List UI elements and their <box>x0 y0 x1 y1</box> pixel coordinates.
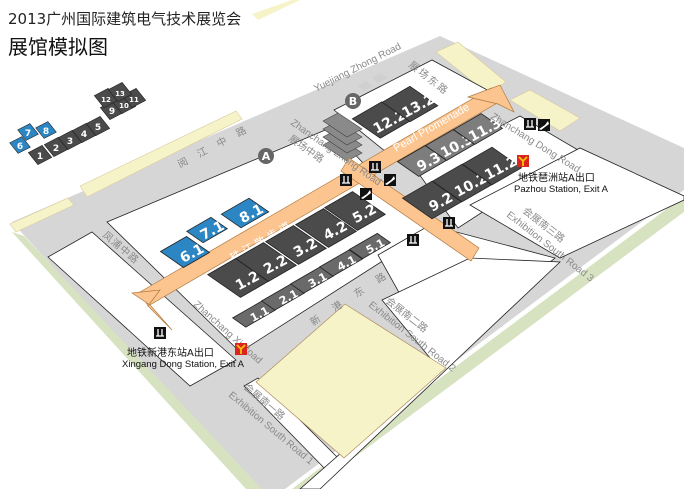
mini-hall-label: 6 <box>17 142 23 152</box>
mini-hall-label: 1 <box>37 152 43 162</box>
mini-hall-label: 9 <box>109 107 115 117</box>
block-pazhou <box>469 147 684 259</box>
green-space <box>79 110 243 198</box>
hall-shape <box>452 113 504 145</box>
pedestrian-bridge-icon <box>443 217 455 229</box>
pedestrian-bridge-icon <box>369 161 381 173</box>
green-space <box>435 41 507 95</box>
hall-shape <box>381 85 439 123</box>
hall-shape <box>323 191 387 231</box>
mini-hall-label: 3 <box>67 137 73 147</box>
pazhou-station-label: 地铁琶洲站A出口 <box>518 171 595 184</box>
escalator-icon <box>538 119 550 131</box>
mini-hall-5: 5 <box>85 116 111 136</box>
hall-shape <box>159 236 211 268</box>
mini-hall-shape <box>35 121 57 139</box>
hall-shape <box>461 146 523 186</box>
escalator-icon <box>384 174 396 186</box>
mini-hall-label: 5 <box>95 123 101 133</box>
mini-hall-shape <box>9 136 31 154</box>
promenade-arrow-right <box>466 84 515 113</box>
hall-shape <box>318 249 364 277</box>
exhibition-yard <box>255 303 447 459</box>
hall-shape <box>264 225 328 265</box>
pedestrian-bridge-icon <box>340 174 352 186</box>
mini-hall-label: 4 <box>81 130 87 140</box>
building <box>322 112 363 138</box>
mini-hall-label: 7 <box>25 129 31 139</box>
mini-hall-6: 6 <box>9 136 31 154</box>
green-belt-left <box>12 232 262 489</box>
mini-hall-shape <box>85 116 111 136</box>
mini-hall-label: 10 <box>119 102 129 110</box>
metro-logo-icon <box>517 155 529 167</box>
mini-hall-1: 1 <box>27 145 53 165</box>
green-space <box>252 0 300 20</box>
mini-hall-shape <box>17 123 39 141</box>
page-title: 2013广州国际建筑电气技术展览会 <box>8 10 242 28</box>
building <box>357 81 373 91</box>
area-b-marker: B <box>345 93 361 109</box>
metro-logo-icon <box>235 343 247 355</box>
pedestrian-bridge-icon <box>407 234 419 246</box>
building <box>372 73 388 83</box>
mini-hall-shape <box>27 145 53 165</box>
mini-hall-label: 11 <box>129 96 139 104</box>
hall-shape <box>220 197 270 229</box>
mini-hall-label: 2 <box>53 144 59 154</box>
svg-text:B: B <box>349 95 357 108</box>
pedestrian-bridge-icon <box>524 118 536 130</box>
xingang-station-label: 地铁新港东站A出口 <box>127 346 214 359</box>
mini-hall-label: 8 <box>43 127 49 137</box>
hall-shape <box>185 216 229 244</box>
escalator-icon <box>360 188 372 200</box>
lower-right-ground <box>312 212 684 489</box>
area-a-marker: A <box>258 148 274 164</box>
svg-text:A: A <box>262 150 271 163</box>
pazhou-station-label-en: Pazhou Station, Exit A <box>514 184 609 195</box>
xingang-station-label-en: Xingang Dong Station, Exit A <box>122 359 245 370</box>
hall-shape <box>234 242 298 282</box>
hall-shape <box>294 208 358 248</box>
page-subtitle: 展馆模拟图 <box>8 35 108 59</box>
mini-hall-13: 13 <box>107 82 133 102</box>
mini-hall-7: 7 <box>17 123 39 141</box>
pedestrian-bridge-icon <box>154 327 166 339</box>
mini-hall-shape <box>107 82 133 102</box>
hall-11-3[interactable]: 11.3 <box>452 113 505 146</box>
map-icons <box>154 118 550 355</box>
mini-hall-8: 8 <box>35 121 57 139</box>
hall-shape <box>348 232 392 260</box>
promenade-branch <box>340 157 480 262</box>
green-space <box>9 197 75 233</box>
mini-hall-label: 12 <box>101 96 111 104</box>
mini-hall-label: 13 <box>115 90 125 98</box>
promenade-arrow-left <box>131 289 173 331</box>
block-west <box>47 231 237 387</box>
